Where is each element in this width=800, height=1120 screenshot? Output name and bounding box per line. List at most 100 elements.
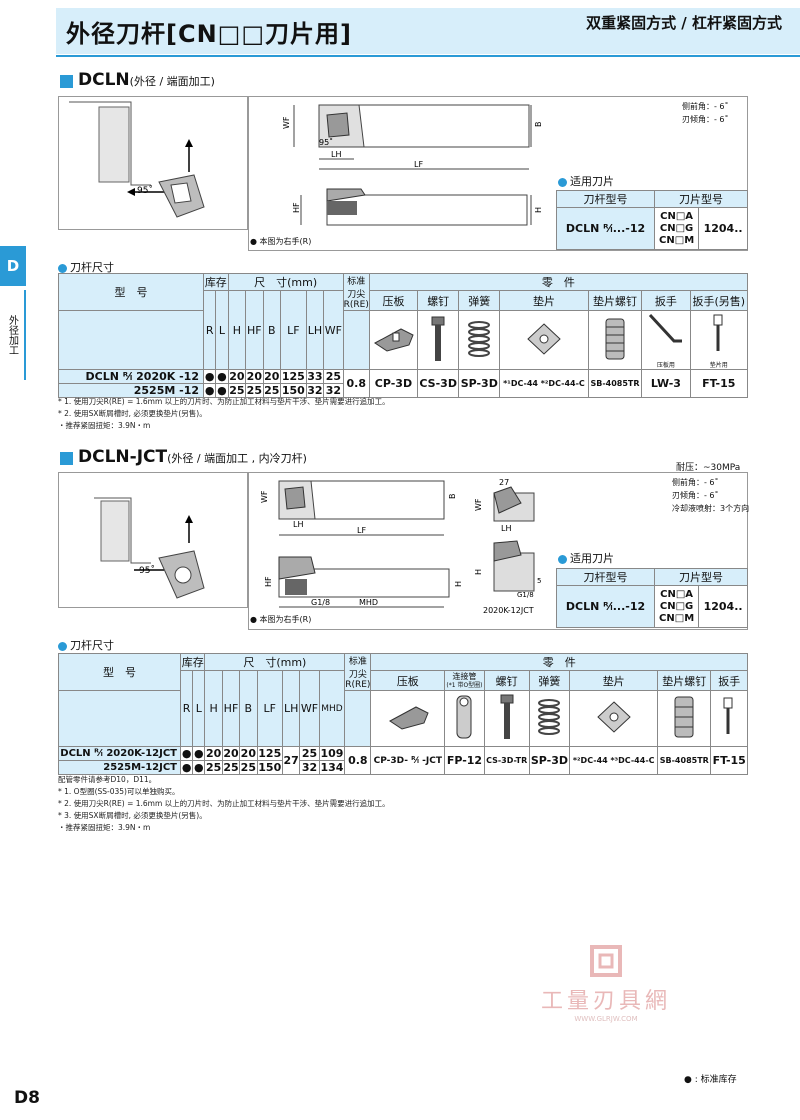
th-stock: 库存 — [179, 653, 206, 671]
insert-size: 1204.. — [698, 585, 748, 628]
dim-h: H — [454, 581, 463, 587]
shim-image — [499, 310, 589, 370]
holder-model: DCLN ᴿ⁄ₗ...-12 — [555, 207, 656, 250]
dim-b: 25 — [262, 383, 282, 398]
th-part: 弹簧 — [528, 670, 571, 691]
stock-r: ● — [179, 746, 194, 761]
note: ・推荐紧固扭矩：3.9N・m — [58, 823, 151, 832]
section1-angles: 侧前角：- 6˚ 刃倾角：- 6˚ — [682, 100, 729, 126]
header-subtitle: 双重紧固方式 / 杠杆紧固方式 — [586, 14, 782, 32]
th-part: 螺钉 — [483, 670, 530, 691]
insert-type: CN□G — [659, 600, 694, 612]
pipe-sub: (*1 带O型圈) — [446, 681, 483, 689]
insert-type: CN□M — [659, 234, 695, 246]
th-parts: 零 件 — [370, 653, 748, 671]
th-lf: LF — [280, 290, 307, 370]
section2-table-heading: 刀杆尺寸 — [58, 637, 114, 653]
wrench2-sub: 垫片用 — [709, 362, 728, 369]
dim-wf2: WF — [474, 498, 483, 511]
table-row: DCLN ᴿ⁄ₗ 2020K -12 ● ● 20 20 20 125 33 2… — [58, 369, 749, 398]
model-spacer — [58, 310, 204, 370]
dim-h: 20 — [227, 369, 247, 384]
th-part: 垫片 — [499, 290, 589, 311]
stock-legend: ● : 标准库存 — [684, 1075, 737, 1085]
th-part: 螺钉 — [417, 290, 460, 311]
re-value: 0.8 — [344, 746, 372, 775]
dim-wf: WF — [282, 116, 291, 129]
wrench-icon — [648, 313, 682, 343]
th-part: 压板 — [370, 670, 446, 691]
incline-angle: 刃倾角：- 6˚ — [672, 491, 719, 500]
dim-h: H — [534, 207, 543, 213]
note: * 1. O型圈(SS-035)可以单独购买。 — [58, 787, 180, 796]
th-model: 型 号 — [58, 653, 181, 691]
th-re: 标准刀尖R(RE) — [344, 653, 372, 691]
wrench-image — [710, 690, 748, 747]
section1-notes: * 1. 使用刀尖R(RE) = 1.6mm 以上的刀片时、为防止加工材料与垫片… — [58, 396, 390, 432]
pipe-label: 连接管 — [452, 671, 477, 681]
note: * 2. 使用刀尖R(RE) = 1.6mm 以上的刀片时、为防止加工材料与垫片… — [58, 799, 390, 808]
th-parts: 零 件 — [368, 273, 749, 291]
part-spring: SP-3D — [528, 746, 571, 775]
section2-heading: DCLN-JCT(外径 / 端面加工 , 内冷刀杆) — [78, 447, 307, 467]
dim-angle: 95˚ — [319, 137, 333, 147]
dim-g: G1/8 — [311, 598, 330, 607]
screw-icon — [431, 316, 445, 361]
clamp-icon — [374, 327, 415, 352]
spring-image — [528, 690, 571, 747]
table-row: 2525M -12 ● ● 25 25 25 150 32 32 — [58, 383, 748, 398]
watermark: 工量刃具網 WWW.GLRJW.COM — [536, 945, 676, 1023]
section1-heading: DCLN(外径 / 端面加工) — [78, 70, 215, 90]
th-dims: 尺 寸(mm) — [227, 273, 344, 291]
th-stock: 库存 — [203, 273, 229, 291]
section1-dims-table: 型 号 库存 尺 寸(mm) 标准刀尖R(RE) 零 件 R L H HF B … — [58, 273, 749, 398]
section2-drawing-small: 95˚ — [58, 472, 248, 608]
th-b: B — [262, 290, 282, 370]
part-shim-screw: SB-4085TR — [587, 369, 643, 398]
dim-wf: 25 — [299, 746, 320, 761]
shim-image — [569, 690, 659, 747]
rake-angle: 侧前角：- 6˚ — [682, 102, 729, 111]
holder-dimension-diagram: WF B LF LH 95˚ HF H — [282, 104, 543, 226]
dim-lh: 27 — [281, 746, 301, 775]
dim-b: 25 — [239, 760, 258, 775]
section1-drawing-small: 95˚ — [58, 96, 248, 230]
page-title: 外径刀杆[CN□□刀片用] — [66, 20, 352, 48]
dim-hf: HF — [292, 202, 301, 213]
stock-l: ● — [215, 369, 229, 384]
jct-dimension-diagram: WF B LF LH HF H G1/8 MHD 27 WF LH H 5 G1… — [260, 478, 541, 615]
clamp-icon — [388, 706, 429, 730]
re-value: 0.8 — [342, 369, 370, 398]
side-tab-letter[interactable]: D — [0, 246, 26, 286]
section2-subtitle: (外径 / 端面加工 , 内冷刀杆) — [167, 452, 307, 465]
table-row: 2525M-12JCT ● ● 25 25 25 150 32 134 — [58, 760, 748, 775]
section2-dims-table: 型 号 库存 尺 寸(mm) 标准刀尖R(RE) 零 件 R L H HF B … — [58, 653, 748, 775]
spring-icon — [468, 320, 491, 357]
shim-screw-icon — [674, 696, 694, 738]
dim-lf: 125 — [256, 746, 283, 761]
section2-notes: 配管零件请参考D10，D11。 * 1. O型圈(SS-035)可以单独购买。 … — [58, 774, 390, 834]
spring-icon — [538, 699, 561, 735]
insert-types: CN□A CN□G CN□M — [654, 207, 700, 250]
dim-lf: 125 — [280, 369, 307, 384]
dim-lf: LF — [357, 526, 366, 535]
dim-lh: LH — [331, 150, 341, 159]
th-part: 扳手(另售) — [689, 290, 749, 311]
clamp-image — [368, 310, 419, 370]
th-l: L — [192, 670, 206, 747]
th-l: L — [215, 290, 229, 370]
shim-icon — [527, 322, 561, 355]
dim-wf: WF — [260, 490, 269, 503]
table-title: 刀杆尺寸 — [70, 261, 114, 274]
part-screw: CS-3D-TR — [483, 746, 530, 775]
watermark-logo-icon — [590, 945, 622, 977]
screw-icon — [500, 694, 514, 739]
section1-marker — [60, 75, 73, 88]
th-h: H — [227, 290, 247, 370]
th-r: R — [202, 290, 217, 370]
model-spacer — [58, 690, 181, 747]
dim-wf: 32 — [299, 760, 320, 775]
part-shim: *¹DC-44 *²DC-44-C — [499, 369, 589, 398]
th-part: 扳手 — [641, 290, 691, 311]
header-rule — [56, 55, 800, 57]
